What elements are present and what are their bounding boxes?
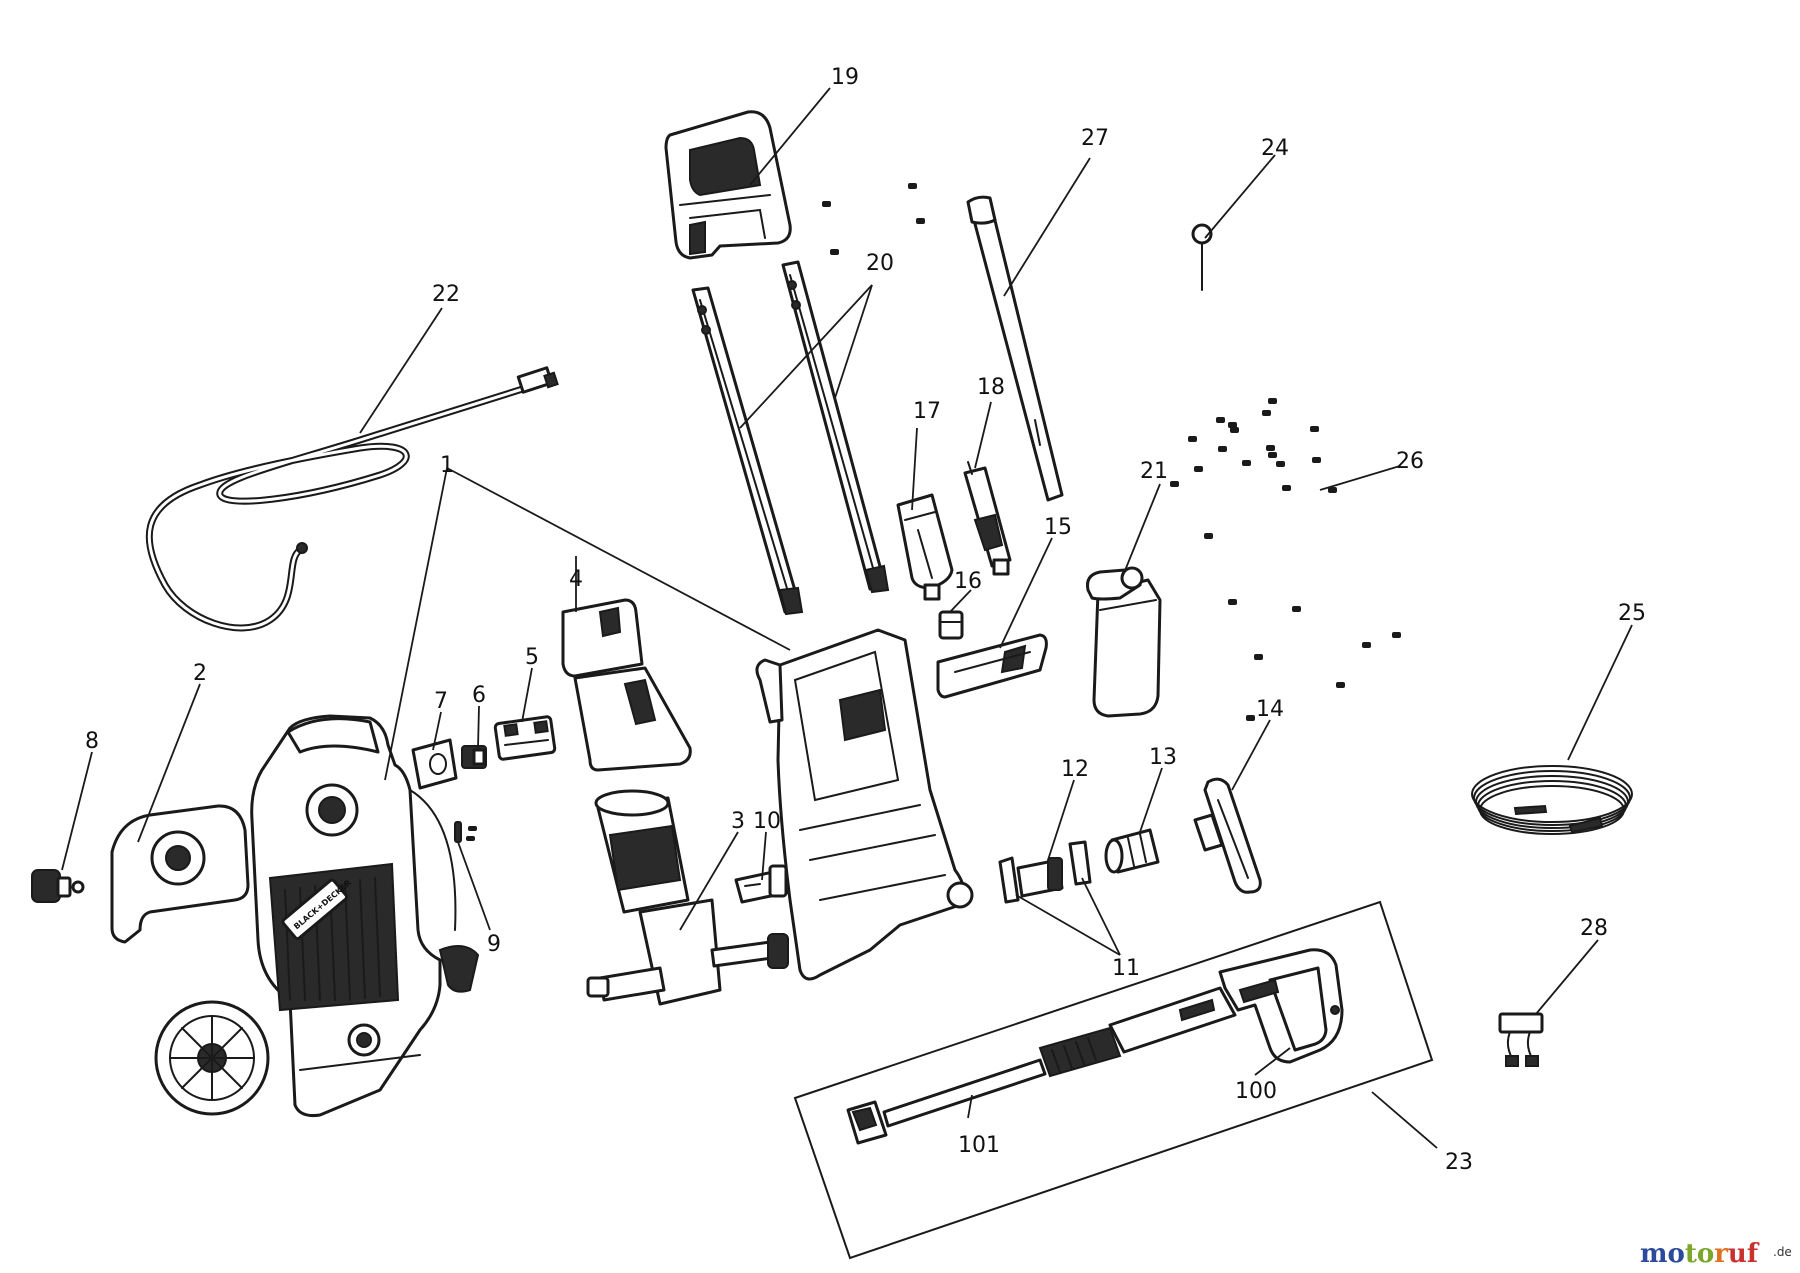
callout-6: 6: [472, 683, 486, 708]
part-1-housing: BLACK+DECKER: [250, 714, 480, 1117]
part-23-gun-assembly: [793, 900, 1434, 1260]
callout-3: 3: [731, 809, 745, 834]
wm-letter: f: [1747, 1239, 1760, 1269]
part-24-pin: [1191, 223, 1213, 291]
callout-101: 101: [958, 1133, 1000, 1158]
callout-27: 27: [1081, 126, 1109, 151]
part-12-inlet: [1016, 857, 1064, 898]
leader-lines: [61, 87, 1633, 1149]
callout-100: 100: [1235, 1079, 1277, 1104]
callout-13: 13: [1149, 745, 1177, 770]
part-25-hose-coil: [1471, 765, 1633, 835]
part-2-side-cover: [110, 804, 250, 944]
watermark-logo: motoruf .de: [1640, 1239, 1792, 1269]
part-21-bottle: [1086, 566, 1162, 718]
callout-21: 21: [1140, 459, 1168, 484]
callout-2: 2: [193, 661, 207, 686]
part-4-motor-cover: [561, 598, 692, 772]
wm-letter: r: [1714, 1239, 1728, 1269]
part-6-rocker: [461, 745, 487, 769]
watermark-tld: .de: [1773, 1245, 1792, 1259]
part-3-motor-pump: [586, 789, 789, 1006]
part-14-reel-cap: [1193, 777, 1262, 894]
part-19-handle: [664, 110, 792, 260]
part-7-plate: [411, 738, 458, 790]
callout-9: 9: [487, 932, 501, 957]
callout-7: 7: [434, 689, 448, 714]
callout-23: 23: [1445, 1150, 1473, 1175]
callout-28: 28: [1580, 916, 1608, 941]
callout-17: 17: [913, 399, 941, 424]
wheel: [154, 1000, 270, 1116]
part-26-screws: [1170, 398, 1401, 721]
part-18-nozzle: [963, 461, 1012, 576]
callout-20: 20: [866, 251, 894, 276]
part-11-clips: [998, 840, 1092, 904]
callout-5: 5: [525, 645, 539, 670]
part-8-knob: [31, 869, 85, 903]
wm-letter: t: [1685, 1239, 1697, 1269]
part-13-coupling: [1104, 828, 1160, 874]
callout-labels: 1 2 3 4 5 6 7 8 9 10 11 12 13 14 15 16 1…: [85, 65, 1646, 1175]
part-16-adaptor: [938, 610, 964, 640]
callout-24: 24: [1261, 136, 1289, 161]
screws-top: [822, 183, 925, 255]
callout-19: 19: [831, 65, 859, 90]
part-100-gun: [1108, 948, 1344, 1064]
part-28-connector: [1498, 1012, 1544, 1067]
callout-16: 16: [954, 569, 982, 594]
part-17-nozzle: [896, 493, 954, 601]
callout-10: 10: [753, 809, 781, 834]
callout-25: 25: [1618, 601, 1646, 626]
callout-12: 12: [1061, 757, 1089, 782]
callout-11: 11: [1112, 956, 1140, 981]
wm-letter: o: [1697, 1239, 1714, 1269]
part-9-spring: [454, 821, 477, 843]
callout-15: 15: [1044, 515, 1072, 540]
callout-4: 4: [569, 567, 583, 592]
part-101-lance: [846, 1026, 1122, 1145]
callout-8: 8: [85, 729, 99, 754]
callout-1: 1: [440, 453, 454, 478]
callout-14: 14: [1256, 697, 1284, 722]
wm-letter: m: [1640, 1239, 1668, 1269]
part-15-holder: [936, 633, 1048, 699]
wm-letter: o: [1668, 1239, 1685, 1269]
callout-22: 22: [432, 282, 460, 307]
part-5-switch: [493, 715, 557, 761]
part-22-hose: [145, 366, 559, 632]
wm-letter: u: [1728, 1239, 1747, 1269]
callout-18: 18: [977, 375, 1005, 400]
part-20-frame-tubes: [691, 260, 890, 616]
part-27-bar: [966, 195, 1064, 502]
callout-26: 26: [1396, 449, 1424, 474]
central-frame: [755, 628, 974, 981]
watermark-text: motoruf: [1640, 1239, 1760, 1269]
